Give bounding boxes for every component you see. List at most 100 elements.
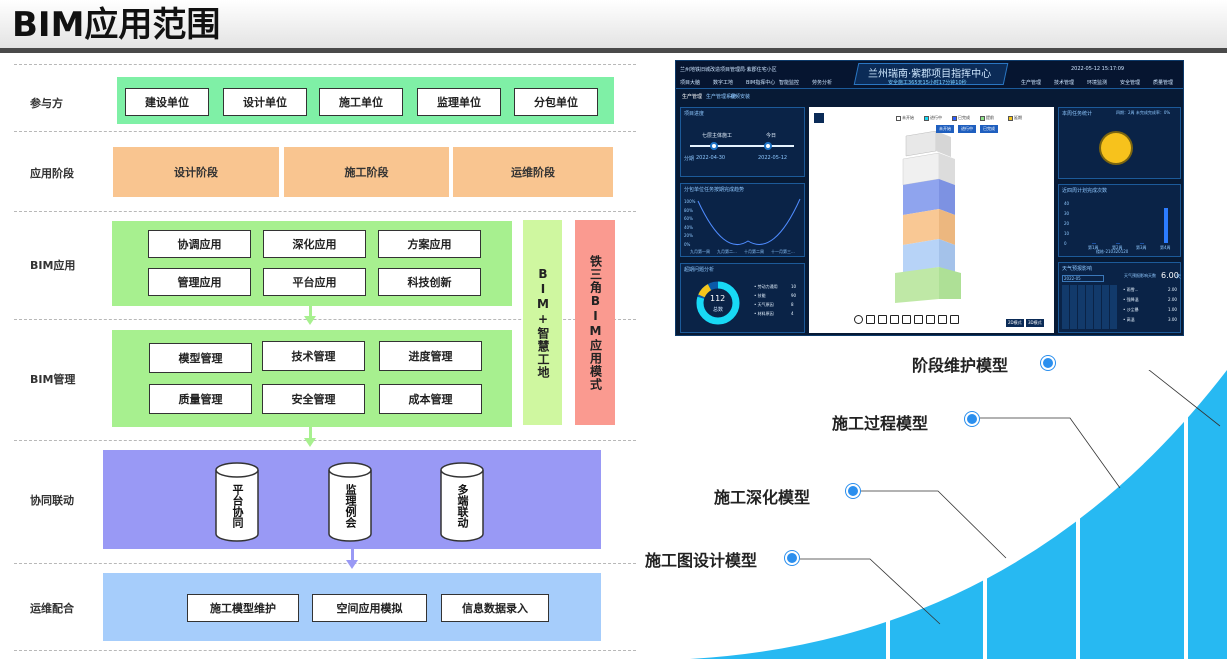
participant-box: 施工单位 <box>319 88 403 116</box>
bar-y-tick: 0 <box>1064 241 1067 246</box>
divider <box>14 131 636 132</box>
percent-tick: 20% <box>684 233 693 238</box>
weather-year: 2022-05 <box>1064 276 1081 281</box>
legend-label: 延期 <box>1014 115 1022 120</box>
connector <box>309 427 312 441</box>
bar-y-tick: 20 <box>1064 221 1070 226</box>
legend-label: 进行中 <box>930 115 942 120</box>
legend-swatch <box>924 116 929 121</box>
weather-label: • 高温 <box>1123 317 1135 322</box>
legend-swatch <box>952 116 957 121</box>
apply-box: 协调应用 <box>148 230 251 258</box>
divider <box>14 440 636 441</box>
nav-item[interactable]: BIM指挥中心 <box>746 80 776 86</box>
nav-item[interactable]: 数字工地 <box>713 80 734 86</box>
ops-box: 施工模型维护 <box>187 594 299 622</box>
bar-x-label: 第4周 <box>1160 244 1171 250</box>
bar-y-tick: 10 <box>1064 231 1070 236</box>
timeline-start-label: 七层主体施工 <box>702 133 733 139</box>
nav-item[interactable]: 安全管理 <box>1120 80 1141 86</box>
weather-label: • 雨雪... <box>1123 287 1139 292</box>
subnav-item[interactable]: 生产管理 <box>682 94 703 100</box>
stage-box: 设计阶段 <box>113 147 279 197</box>
trend-curve <box>697 198 801 246</box>
percent-tick: 0% <box>684 241 691 247</box>
hierarchy-icon <box>814 113 824 123</box>
legend-swatch <box>1008 116 1013 121</box>
divider <box>14 211 636 212</box>
subnav-item[interactable]: 生产管理系统 <box>706 94 737 100</box>
tool-icon[interactable] <box>950 315 959 324</box>
panel-trend <box>680 183 805 257</box>
participant-box: 分包单位 <box>514 88 598 116</box>
panel-title: 项目进度 <box>684 111 705 117</box>
nav-item[interactable]: 质量管理 <box>1153 80 1174 86</box>
tool-icon[interactable] <box>938 315 947 324</box>
tool-icon[interactable] <box>926 315 935 324</box>
donut-value: 112 <box>710 294 726 303</box>
curve-x-label: 九月第二... <box>717 249 737 254</box>
tool-icon[interactable] <box>878 315 887 324</box>
model-label-process: 施工过程模型 <box>832 414 929 433</box>
nav-item[interactable]: 技术管理 <box>1054 80 1075 86</box>
curve-x-label: 九月第一周 <box>690 249 710 254</box>
bim-smart-site-label: BIM+智慧工地 <box>536 266 550 379</box>
issue-label: • 劳动力通用 <box>754 284 778 289</box>
bar-legend: 楼栋-210320120 <box>1096 249 1129 254</box>
issues-donut <box>696 281 740 325</box>
percent-tick: 80% <box>684 207 693 213</box>
panel-bars <box>1058 184 1181 257</box>
week-stat: 四期：2周 未完成完成率：0% <box>1116 110 1171 115</box>
bim-smart-site-column: BIM+智慧工地 <box>523 220 562 425</box>
nav-item[interactable]: 劳务分析 <box>812 80 833 86</box>
weather-value: 1.00 <box>1168 307 1177 312</box>
dashboard-center-sub: 安全施工365天15小时17分钟10秒 <box>888 80 967 86</box>
apply-box: 管理应用 <box>148 268 251 296</box>
triangle-mode-column: 铁三角BIM应用模式 <box>575 220 615 425</box>
panel-title: 近四周计划完成次数 <box>1062 188 1108 194</box>
divider <box>14 319 636 320</box>
subnav-item[interactable]: 视频安装 <box>730 94 751 100</box>
arrow-down-icon <box>304 316 316 325</box>
panel-title: 超期问题分析 <box>684 267 715 273</box>
tool-icon[interactable] <box>914 315 923 324</box>
tool-icon[interactable] <box>866 315 875 324</box>
header-divider <box>0 48 1227 53</box>
tool-icon[interactable] <box>902 315 911 324</box>
mode-button[interactable]: 3D模式 <box>1026 319 1044 327</box>
participant-box: 设计单位 <box>223 88 307 116</box>
page-title: BIM应用范围 <box>12 5 221 45</box>
timeline-bar <box>690 145 794 147</box>
manage-box: 模型管理 <box>149 343 252 373</box>
cylinder-platform: 平台协同 <box>214 462 260 542</box>
bar-x-label: 第2周 <box>1112 244 1123 250</box>
percent-tick: 40% <box>684 224 693 230</box>
model-button[interactable]: 进行中 <box>958 125 976 133</box>
model-button[interactable]: 已完成 <box>980 125 998 133</box>
nav-item[interactable]: 环境监测 <box>1087 80 1108 86</box>
model-button[interactable]: 未开始 <box>936 125 954 133</box>
week-pie <box>1101 133 1131 163</box>
apply-box: 深化应用 <box>263 230 366 258</box>
legend-label: 已完成 <box>958 115 970 120</box>
issue-value: 8 <box>791 302 794 307</box>
legend-label: 未开始 <box>902 115 914 120</box>
weather-value: 2.00 <box>1168 297 1177 302</box>
bar-x-label: 第3周 <box>1136 244 1147 250</box>
connector <box>351 549 354 563</box>
nav-item[interactable]: 生产管理 <box>1021 80 1042 86</box>
donut-caption: 总数 <box>713 307 724 313</box>
bar <box>1164 208 1168 243</box>
nav-item[interactable]: 智能监控 <box>779 80 800 86</box>
percent-tick: 100% <box>684 199 696 204</box>
apply-box: 方案应用 <box>378 230 481 258</box>
model-dot <box>785 551 799 565</box>
tool-icon[interactable] <box>890 315 899 324</box>
mode-button[interactable]: 2D模式 <box>1006 319 1024 327</box>
tool-icon[interactable] <box>854 315 863 324</box>
nav-item[interactable]: 项目大脑 <box>680 80 701 86</box>
panel-title: 天气预报影响 <box>1062 266 1093 272</box>
curve-x-label: 十一月第三... <box>771 249 795 254</box>
manage-box: 进度管理 <box>379 341 482 371</box>
